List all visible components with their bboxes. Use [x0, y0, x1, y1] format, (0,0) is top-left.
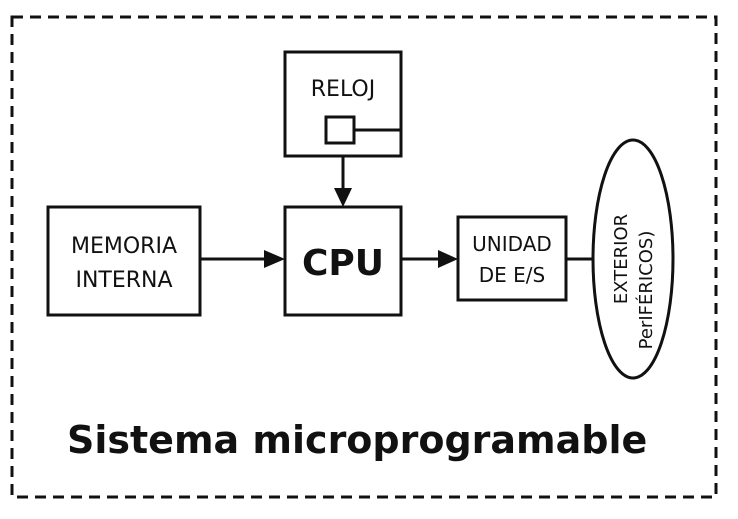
clock-to-cpu-arrowhead — [334, 188, 352, 207]
cpu-box — [283, 205, 403, 317]
system-boundary — [10, 15, 718, 499]
exterior-label-line1: EXTERIOR — [611, 214, 632, 304]
io-unit-box — [456, 215, 568, 302]
diagram-caption: Sistema microprogramable — [67, 418, 647, 462]
exterior-ellipse — [591, 138, 675, 380]
memory-label-line2: INTERNA — [75, 268, 172, 293]
memory-to-cpu-arrowhead — [264, 250, 285, 268]
memory-label-line1: MEMORIA — [71, 234, 177, 259]
clock-symbol — [324, 115, 356, 145]
io-unit-label-line2: DE E/S — [479, 263, 545, 287]
cpu-label: CPU — [302, 243, 384, 284]
io-unit-label-line1: UNIDAD — [472, 232, 552, 256]
clock-label: RELOJ — [311, 77, 375, 102]
exterior-label-line2: PerIFÉRICOS) — [635, 231, 657, 350]
cpu-to-io-arrowhead — [438, 250, 458, 268]
memory-box — [46, 205, 202, 317]
